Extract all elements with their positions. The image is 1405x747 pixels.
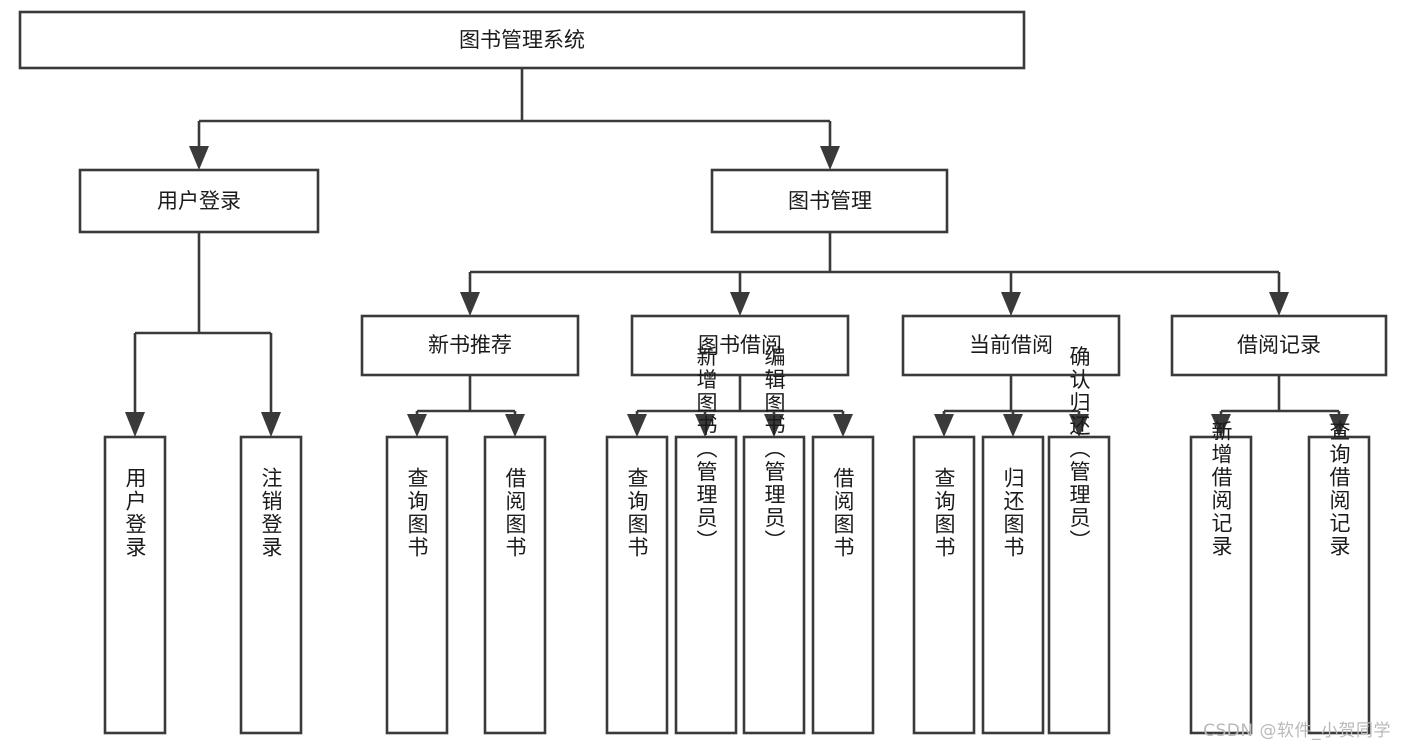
leaf-logout-login-label: 注销登录: [259, 467, 283, 559]
arrow-head-leaf-edit-book: [764, 414, 784, 437]
node-current-borrow[interactable]: 当前借阅: [901, 314, 1121, 377]
leaf-add-record-label: 新增借阅记录: [1209, 420, 1233, 558]
arrow-head-leaf-add-book: [695, 414, 715, 437]
node-new-book-recommend[interactable]: 新书推荐: [360, 314, 580, 377]
arrow-head-borrow-record: [1269, 292, 1289, 316]
arrow-head-leaf-add-record: [1211, 414, 1231, 437]
node-book-management-box[interactable]: [710, 168, 949, 234]
leaf-query-book-3[interactable]: 查询图书: [912, 435, 976, 735]
leaf-query-book-1[interactable]: 查询图书: [385, 435, 449, 735]
leaf-edit-book-box[interactable]: [742, 435, 806, 735]
leaf-borrow-book-1-label: 借阅图书: [503, 467, 527, 559]
arrow-head-current-borrow: [1001, 292, 1021, 316]
leaf-add-book[interactable]: 新增图书（管理员）: [674, 346, 738, 735]
node-new-book-recommend-label: 新书推荐: [428, 333, 512, 357]
leaf-return-book-label: 归还图书: [1001, 467, 1025, 559]
leaf-add-record[interactable]: 新增借阅记录: [1189, 420, 1253, 735]
leaf-add-record-box[interactable]: [1189, 435, 1253, 735]
csdn-watermark: CSDN @软件_小贺同学: [1203, 721, 1391, 741]
leaf-user-login[interactable]: 用户登录: [103, 435, 167, 735]
leaf-edit-book[interactable]: 编辑图书（管理员）: [742, 346, 806, 735]
leaf-query-book-2-label: 查询图书: [625, 467, 649, 559]
node-user-login[interactable]: 用户登录: [78, 168, 320, 234]
leaf-confirm-return-label: 确认归还（管理员）: [1067, 346, 1091, 553]
leaf-borrow-book-1-box[interactable]: [483, 435, 547, 735]
leaf-query-book-3-label: 查询图书: [932, 467, 956, 559]
node-book-borrow-box[interactable]: [630, 314, 850, 377]
leaf-borrow-book-2-label: 借阅图书: [831, 467, 855, 559]
leaf-query-book-1-label: 查询图书: [405, 467, 429, 559]
leaf-confirm-return-box[interactable]: [1047, 435, 1111, 735]
arrow-head-book-borrow: [730, 292, 750, 316]
node-book-borrow-label: 图书借阅: [698, 333, 782, 357]
leaf-confirm-return[interactable]: 确认归还（管理员）: [1047, 346, 1111, 735]
arrow-head-book-management: [820, 146, 840, 170]
leaf-borrow-book-2[interactable]: 借阅图书: [811, 435, 875, 735]
leaf-query-record[interactable]: 查询借阅记录: [1307, 420, 1371, 735]
leaf-query-book-1-box[interactable]: [385, 435, 449, 735]
leaf-return-book[interactable]: 归还图书: [981, 435, 1045, 735]
node-current-borrow-label: 当前借阅: [969, 333, 1053, 357]
leaf-add-book-label: 新增图书（管理员）: [694, 346, 718, 553]
node-borrow-record[interactable]: 借阅记录: [1170, 314, 1388, 377]
arrow-head-leaf-confirm-return: [1069, 414, 1089, 437]
node-book-management-label: 图书管理: [788, 189, 872, 213]
node-root[interactable]: 图书管理系统: [18, 10, 1026, 70]
node-book-management[interactable]: 图书管理: [710, 168, 949, 234]
leaf-edit-book-label: 编辑图书（管理员）: [762, 346, 786, 553]
leaf-query-book-2[interactable]: 查询图书: [605, 435, 669, 735]
arrow-head-leaf-return-book: [1003, 414, 1023, 437]
leaf-return-book-box[interactable]: [981, 435, 1045, 735]
arrow-head-new-book-recommend: [460, 292, 480, 316]
node-new-book-recommend-box[interactable]: [360, 314, 580, 377]
arrow-head-leaf-borrow-book-1: [505, 414, 525, 437]
arrow-head-leaf-query-book-3: [934, 414, 954, 437]
arrow-head-user-login: [189, 146, 209, 170]
leaf-user-login-box[interactable]: [103, 435, 167, 735]
node-root-label: 图书管理系统: [459, 28, 585, 52]
connector-layer: [125, 68, 1349, 437]
leaf-borrow-book-2-box[interactable]: [811, 435, 875, 735]
node-borrow-record-label: 借阅记录: [1237, 333, 1321, 357]
leaf-logout-login-box[interactable]: [239, 435, 303, 735]
node-book-borrow[interactable]: 图书借阅: [630, 314, 850, 377]
node-root-box[interactable]: [18, 10, 1026, 70]
arrow-head-leaf-user-login: [125, 412, 145, 437]
leaf-query-record-box[interactable]: [1307, 435, 1371, 735]
arrow-head-leaf-query-book-2: [627, 414, 647, 437]
leaf-add-book-box[interactable]: [674, 435, 738, 735]
node-user-login-box[interactable]: [78, 168, 320, 234]
arrow-head-leaf-query-record: [1329, 414, 1349, 437]
leaf-user-login-label: 用户登录: [123, 467, 147, 559]
arrow-head-leaf-logout-login: [261, 412, 281, 437]
leaf-borrow-book-1[interactable]: 借阅图书: [483, 435, 547, 735]
leaf-query-record-label: 查询借阅记录: [1327, 420, 1351, 558]
node-current-borrow-box[interactable]: [901, 314, 1121, 377]
node-user-login-label: 用户登录: [157, 189, 241, 213]
leaf-query-book-2-box[interactable]: [605, 435, 669, 735]
leaf-logout-login[interactable]: 注销登录: [239, 435, 303, 735]
node-borrow-record-box[interactable]: [1170, 314, 1388, 377]
arrow-head-leaf-query-book-1: [407, 414, 427, 437]
arrow-head-leaf-borrow-book-2: [833, 414, 853, 437]
leaf-query-book-3-box[interactable]: [912, 435, 976, 735]
